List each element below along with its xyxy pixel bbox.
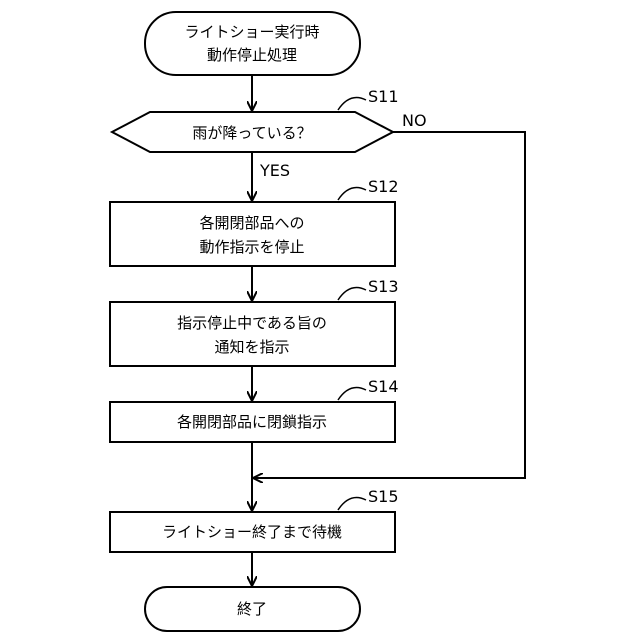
step-leader-s13 xyxy=(338,288,366,300)
end-terminal: 終了 xyxy=(145,587,360,631)
step-label-s15: S15 xyxy=(368,487,399,506)
process-s15-text: ライトショー終了まで待機 xyxy=(162,523,342,541)
process-s13-line-1: 指示停止中である旨の xyxy=(177,314,327,332)
step-leader-s14 xyxy=(338,388,366,400)
step-label-s12: S12 xyxy=(368,177,399,196)
step-label-s14: S14 xyxy=(368,377,399,396)
branch-label-no: NO xyxy=(402,111,427,130)
process-s14: 各開閉部品に閉鎖指示 S14 xyxy=(110,377,399,442)
process-s15: ライトショー終了まで待機 S15 xyxy=(110,487,399,552)
step-leader-s11 xyxy=(338,98,366,110)
start-terminal: ライトショー実行時 動作停止処理 xyxy=(145,12,360,75)
decision-s11-text: 雨が降っている？ xyxy=(192,124,311,142)
step-label-s13: S13 xyxy=(368,277,399,296)
process-s13-line-2: 通知を指示 xyxy=(214,338,289,356)
step-leader-s15 xyxy=(338,498,366,510)
process-s12-line-2: 動作指示を停止 xyxy=(199,238,304,256)
process-s12-line-1: 各開閉部品への xyxy=(199,214,304,232)
branch-label-yes: YES xyxy=(259,161,290,180)
start-line-1: ライトショー実行時 xyxy=(184,23,319,41)
end-text: 終了 xyxy=(237,600,267,618)
start-line-2: 動作停止処理 xyxy=(207,46,297,64)
decision-s11: 雨が降っている？ S11 xyxy=(112,87,399,152)
process-s12: 各開閉部品への 動作指示を停止 S12 xyxy=(110,177,399,266)
step-leader-s12 xyxy=(338,188,366,200)
step-label-s11: S11 xyxy=(368,87,399,106)
process-s14-text: 各開閉部品に閉鎖指示 xyxy=(177,413,327,431)
process-s13: 指示停止中である旨の 通知を指示 S13 xyxy=(110,277,399,366)
